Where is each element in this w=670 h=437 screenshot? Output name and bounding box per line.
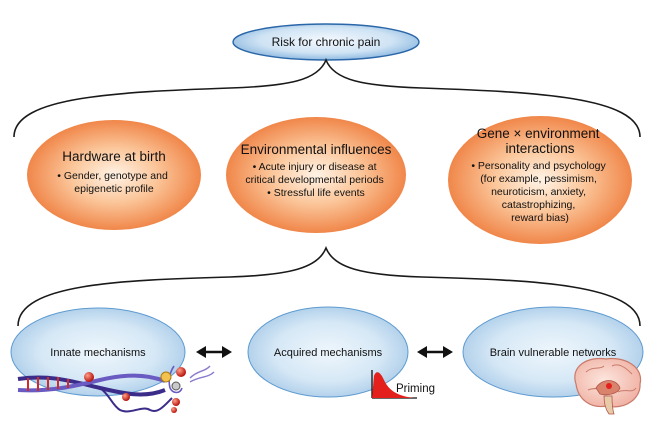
factor-environmental-influences: Environmental influences • Acute injury …: [226, 117, 406, 233]
factor-title-hardware: Hardware at birth: [62, 149, 166, 164]
mechanism-label-innate: Innate mechanisms: [50, 347, 146, 359]
mechanism-innate: Innate mechanisms: [10, 307, 186, 397]
dna-icon: [17, 365, 215, 413]
double-arrow-left: [196, 346, 232, 358]
factor-hardware-at-birth: Hardware at birth • Gender, genotype and…: [27, 120, 201, 230]
mechanism-label-acquired: Acquired mechanisms: [274, 347, 383, 359]
priming-label: Priming: [396, 383, 435, 395]
factor-body-hardware: • Gender, genotype and epigenetic profil…: [57, 170, 170, 195]
top-node: Risk for chronic pain: [232, 23, 420, 61]
top-node-label: Risk for chronic pain: [272, 35, 381, 49]
double-arrow-right: [417, 346, 453, 358]
priming-curve-icon: Priming: [371, 370, 435, 399]
factor-title-gene-environment: Gene × environment interactions: [477, 126, 603, 156]
factor-title-environmental: Environmental influences: [241, 142, 392, 157]
brain-icon: [574, 357, 642, 415]
factor-gene-environment: Gene × environment interactions • Person…: [448, 116, 632, 244]
upper-brace: [13, 57, 641, 138]
factor-body-environmental: • Acute injury or disease at critical de…: [245, 161, 386, 199]
factor-body-gene-environment: • Personality and psychology (for exampl…: [471, 160, 608, 224]
mechanism-acquired: Acquired mechanisms: [247, 306, 409, 398]
mechanism-label-brain: Brain vulnerable networks: [490, 347, 617, 359]
lower-brace: [17, 245, 641, 327]
